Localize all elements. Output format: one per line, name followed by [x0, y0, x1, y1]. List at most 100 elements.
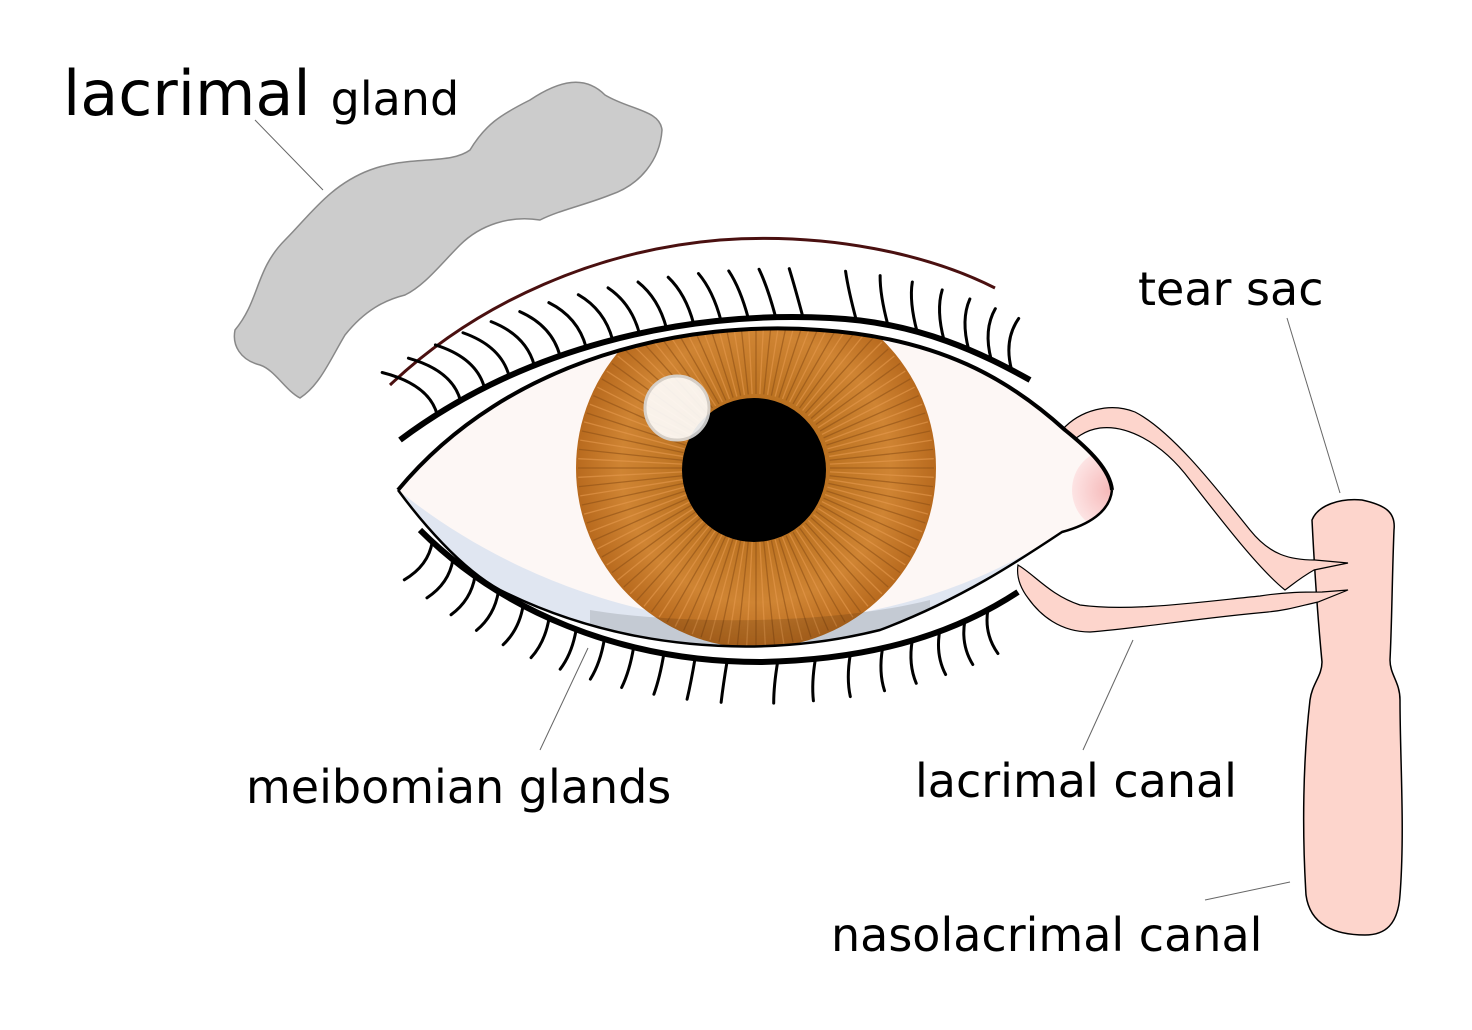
iris-fiber: [778, 538, 812, 638]
lower-eyelash: [474, 589, 500, 632]
iris-fiber: [817, 370, 906, 429]
iris-fiber: [581, 482, 684, 506]
upper-eyelash: [636, 280, 668, 330]
iris-fiber: [798, 328, 862, 409]
lacrimal-gland-label-word1: lacrimal: [63, 57, 311, 130]
upper-eyelid-line: [396, 326, 1114, 492]
iris-fiber: [759, 541, 766, 646]
lower-eyelash: [652, 652, 666, 696]
iris-fiber: [828, 430, 931, 454]
upper-eyelash: [406, 356, 462, 403]
lower-eyelash: [936, 629, 948, 677]
iris-fiber: [785, 535, 829, 631]
iris-fiber: [629, 519, 705, 595]
lower-eyelash: [402, 540, 434, 582]
iris-fiber: [824, 493, 923, 533]
lower-eyelash: [685, 656, 697, 701]
leader-lacrimal-canal: [1082, 639, 1134, 751]
upper-eyelash: [489, 320, 536, 367]
iris-fiber: [819, 378, 911, 432]
upper-eyelash: [1007, 316, 1021, 372]
iris-fiber: [789, 328, 838, 403]
upper-eyelash: [606, 286, 641, 335]
iris-fiber: [828, 439, 932, 458]
iris-fiber: [611, 510, 697, 574]
lacrimal-canal-label: lacrimal canal: [915, 754, 1237, 808]
upper-eyelash: [963, 297, 972, 352]
iris-fiber: [718, 328, 742, 396]
lower-eyelash: [879, 646, 887, 693]
iris-fiber: [827, 421, 929, 450]
upper-eyelash: [878, 274, 890, 327]
iris-fiber: [580, 478, 684, 497]
iris-fiber: [759, 328, 766, 395]
lower-eyelash: [425, 558, 455, 600]
iris-fiber: [829, 458, 934, 465]
iris-fiber: [805, 335, 876, 414]
leader-tear-sac: [1286, 317, 1341, 494]
iris-fiber: [817, 507, 906, 566]
iris-fiber: [691, 536, 731, 635]
lower-eyelash: [962, 619, 975, 667]
iris-fiber: [601, 504, 693, 558]
iris-fiber: [810, 348, 889, 419]
lower-eyelashes: [402, 540, 1000, 705]
iris-fiber: [674, 533, 723, 627]
upper-eyelash: [547, 301, 588, 349]
iris-fiber: [581, 430, 684, 454]
iris-fiber: [606, 507, 695, 566]
iris-fiber: [727, 540, 746, 644]
iris-fiber: [828, 478, 932, 497]
iris-fiber: [727, 328, 746, 396]
iris-fiber: [823, 497, 919, 541]
iris-fiber: [766, 540, 785, 644]
iris-fiber: [781, 536, 821, 635]
iris-fiber: [805, 522, 876, 601]
iris-fiber: [821, 501, 915, 550]
iris-fiber: [709, 328, 738, 397]
iris-fiber: [826, 412, 926, 446]
iris-fiber: [736, 541, 749, 646]
iris-fiber: [746, 541, 753, 646]
lower-canaliculus-shape: [1017, 564, 1349, 633]
iris-fiber: [578, 475, 683, 488]
lower-eyelash: [588, 637, 606, 681]
lower-eyelash: [985, 608, 1000, 656]
iris-fiber: [829, 448, 934, 461]
iris-fiber: [683, 535, 727, 631]
upper-eyelashes: [380, 267, 1021, 416]
iris-fiber: [770, 540, 794, 643]
iris-fiber: [815, 362, 901, 426]
iris-fiber: [586, 490, 686, 524]
iris-fiber: [815, 510, 901, 574]
iris-fiber: [829, 475, 934, 488]
lower-eyelash: [449, 574, 477, 617]
upper-eyelash: [938, 288, 946, 342]
iris-fiber: [583, 486, 685, 515]
lower-eyelash: [846, 652, 852, 699]
iris-fiber: [617, 514, 699, 581]
iris-fiber: [583, 421, 685, 450]
lower-eyelash: [909, 639, 918, 685]
upper-eyelash: [909, 280, 919, 334]
iris-fiber: [807, 519, 883, 595]
upper-eyelash: [433, 343, 486, 390]
iris-fiber: [778, 328, 812, 398]
iris-fiber: [789, 533, 838, 627]
leader-lacrimal-gland: [254, 119, 324, 191]
iris-fiber: [813, 514, 895, 581]
lid-crease: [388, 236, 996, 387]
upper-eyelash: [380, 370, 439, 416]
iris-fiber: [763, 541, 776, 646]
iris-fiber: [802, 329, 869, 411]
iris-fiber: [746, 328, 753, 395]
iris-fiber: [700, 538, 734, 638]
upper-eyelash: [696, 272, 723, 323]
iris-fibers: [578, 328, 934, 646]
meibomian-glands-label: meibomian glands: [246, 760, 671, 814]
iris-fiber: [683, 328, 727, 401]
lower-eyelash: [772, 659, 780, 705]
iris-fiber: [578, 458, 683, 465]
lower-eyelash: [620, 645, 636, 690]
